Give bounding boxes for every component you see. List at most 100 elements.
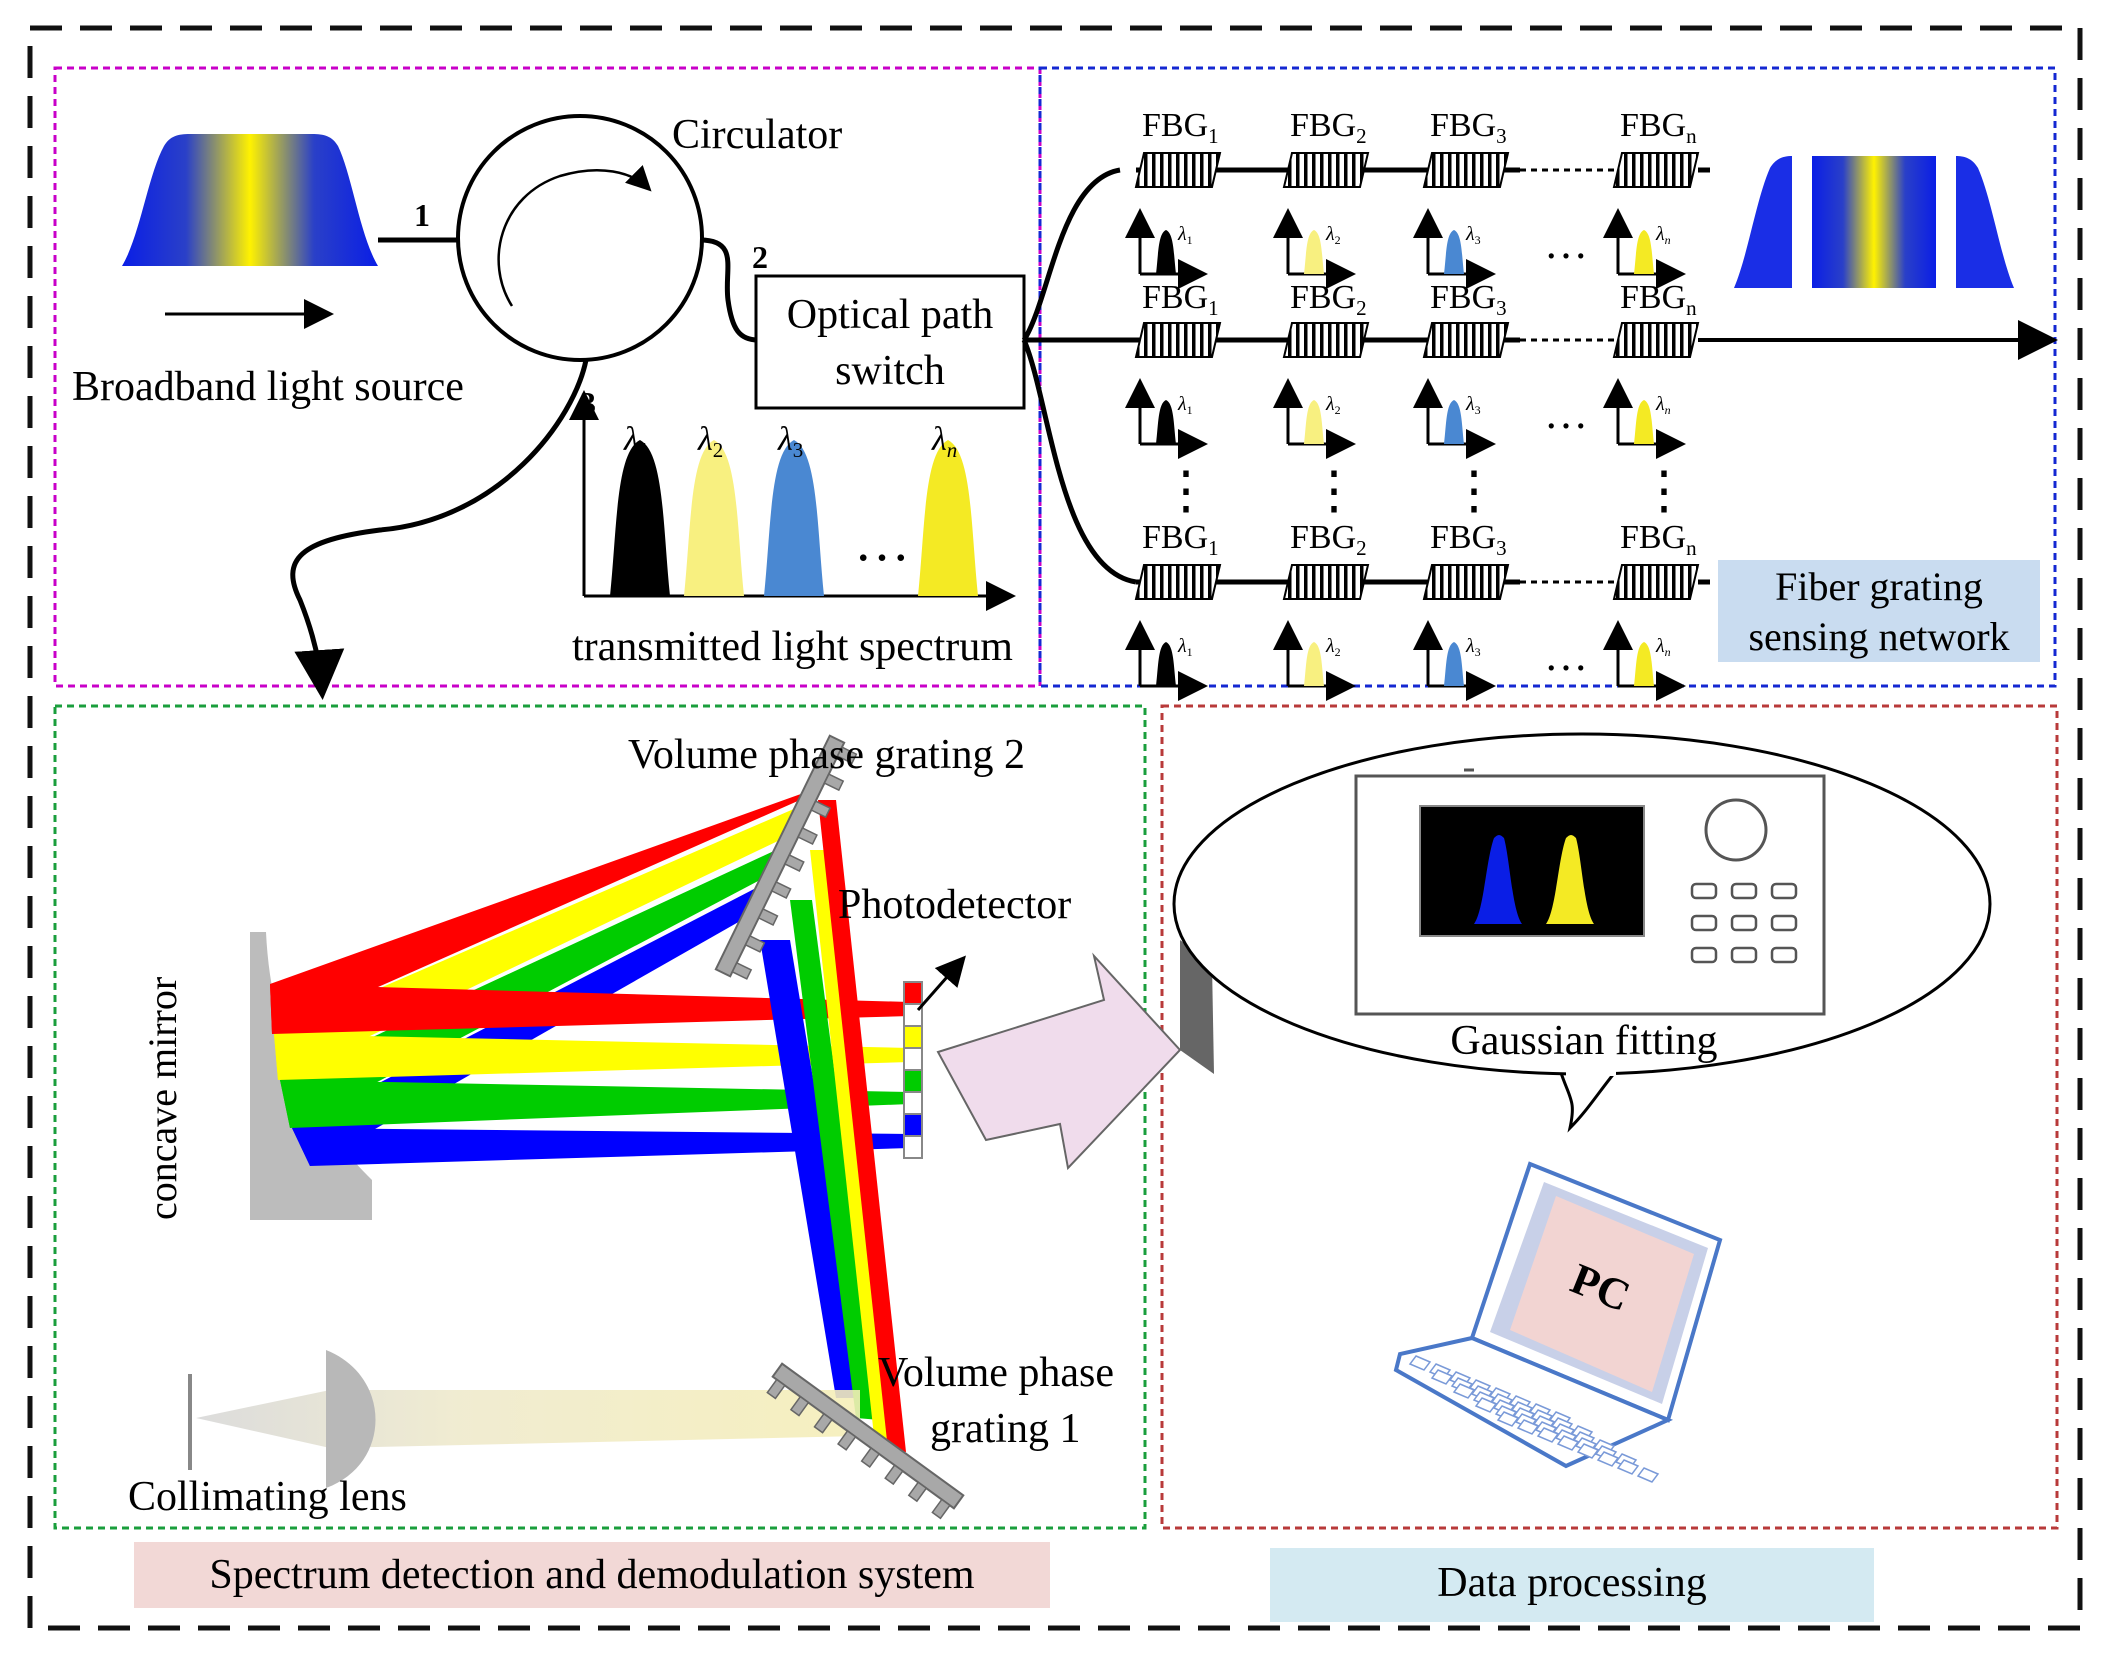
laptop-key (1536, 1427, 1560, 1443)
fbg-label-n-row-2: FBGn (1620, 279, 1697, 320)
fbg-3-row-1: FBG3 λ3 (1413, 107, 1510, 289)
fbg-row-1: FBG1 λ1 FBG2 λ2 FBG3 λ3 FBGn λn … (1125, 107, 1710, 289)
laptop-pc: PC (1393, 1161, 1723, 1483)
laptop-key (1596, 1451, 1620, 1467)
reflected-spectrum-center (1812, 156, 1936, 288)
instrument-screen (1419, 805, 1645, 937)
fbg-reflection-peak-1 (1156, 230, 1176, 274)
beam-red-to-detector (270, 984, 910, 1034)
fbg-2-row-3: FBG2 λ2 (1273, 519, 1370, 701)
fbg-2-row-1: FBG2 λ2 (1273, 107, 1370, 289)
fbg-lambda-label-n: λn (1655, 223, 1671, 247)
transmitted-peak-label-2: λ2 (697, 421, 723, 462)
optical-switch-label-line2: switch (835, 348, 945, 394)
port-1-label: 1 (414, 197, 430, 233)
photodetector-pixel (903, 1069, 923, 1093)
transmitted-peak-2 (684, 440, 744, 596)
fbg-reflection-peak-2 (1304, 400, 1324, 444)
fbg-n-row-3: FBGn λn (1603, 519, 1700, 701)
fbg-reflection-peak-1 (1156, 400, 1176, 444)
transmitted-peak-n (918, 440, 978, 596)
fbg-lambda-label-n: λn (1655, 393, 1671, 417)
vpg2-label: Volume phase grating 2 (628, 732, 1025, 778)
photodetector-pixel (903, 1025, 923, 1049)
fbg-2-row-2: FBG2 λ2 (1273, 279, 1370, 459)
circulator-label: Circulator (672, 112, 842, 158)
fbg-label-2-row-1: FBG2 (1290, 107, 1367, 148)
fbg-lambda-label-2: λ2 (1325, 223, 1341, 247)
fbg-column-vdots-n: ⋮ (1638, 463, 1690, 520)
fbg-label-2-row-2: FBG2 (1290, 279, 1367, 320)
fbg-column-vdots-2: ⋮ (1308, 463, 1360, 520)
fbg-lambda-label-1: λ1 (1177, 223, 1193, 247)
spectrum-system-region (53, 704, 1147, 1530)
laptop-key (1576, 1443, 1600, 1459)
broadband-source-label: Broadband light source (72, 364, 464, 410)
switch-to-row1-fiber (1021, 167, 1121, 342)
instrument-button (1690, 882, 1718, 900)
instrument-buttons (1690, 882, 1798, 964)
laptop-key (1496, 1411, 1520, 1427)
instrument-knob (1704, 798, 1768, 862)
instrument-button (1730, 882, 1758, 900)
screen-peak-yellow (1546, 835, 1594, 924)
fbg-1-row-1: FBG1 λ1 (1125, 107, 1222, 289)
data-processing-label-bg (1270, 1548, 1874, 1622)
fbg-label-1-row-3: FBG1 (1142, 519, 1219, 560)
fbg-label-3-row-1: FBG3 (1430, 107, 1507, 148)
optical-switch-label-line1: Optical path (787, 292, 993, 338)
fbg-lambda-label-1: λ1 (1177, 393, 1193, 417)
transmitted-peak-label-1: λ1 (623, 421, 649, 462)
fbg-reflection-peak-n (1634, 400, 1654, 444)
instrument-button (1770, 946, 1798, 964)
light-source-region (53, 66, 1042, 688)
photodetector-pixel (903, 981, 923, 1005)
beam-blue-to-detector (292, 1128, 910, 1166)
data-processing-region (1160, 704, 2059, 1530)
fbg-row-ellipsis-1: … (1544, 219, 1588, 268)
fbg-lambda-label-3: λ3 (1465, 393, 1481, 417)
outer-border (27, 25, 2083, 1631)
fbg-label-n-row-3: FBGn (1620, 519, 1697, 560)
fbg-label-1-row-2: FBG1 (1142, 279, 1219, 320)
laptop-key (1452, 1383, 1476, 1399)
beam-green-to-detector (280, 1080, 910, 1128)
fbg-reflection-peak-3 (1444, 400, 1464, 444)
laptop-key (1516, 1419, 1540, 1435)
photodetector-pixel (903, 1091, 923, 1115)
instrument-button (1730, 914, 1758, 932)
fiber-network-label-line1: Fiber grating (1775, 564, 1983, 609)
fbg-row-ellipsis-3: … (1544, 631, 1588, 680)
fbg-row-ellipsis-2: … (1544, 389, 1588, 438)
vpg1-label-line1: Volume phase (878, 1350, 1114, 1396)
screen-peak-blue (1474, 835, 1522, 924)
fbg-reflection-peak-n (1634, 230, 1654, 274)
laptop-screen-inner (1510, 1196, 1694, 1392)
fbg-label-1-row-1: FBG1 (1142, 107, 1219, 148)
fbg-lambda-label-n: λn (1655, 635, 1671, 659)
photodetector-pixel (903, 1135, 923, 1159)
fbg-lambda-label-2: λ2 (1325, 393, 1341, 417)
fbg-label-2-row-3: FBG2 (1290, 519, 1367, 560)
beam-red-between-gratings (818, 800, 906, 1452)
volume-phase-grating-2 (714, 734, 858, 980)
transmitted-peak-3 (764, 440, 824, 596)
beam-red-to-vpg2 (270, 790, 812, 1034)
fbg-lambda-label-2: λ2 (1325, 635, 1341, 659)
fiber-network-label-bg (1718, 560, 2040, 662)
fbg-label-n-row-1: FBGn (1620, 107, 1697, 148)
fbg-reflection-peak-n (1634, 642, 1654, 686)
sensing-network-region (1038, 66, 2057, 688)
fbg-lambda-label-3: λ3 (1465, 223, 1481, 247)
fbg-reflection-peak-2 (1304, 230, 1324, 274)
concave-mirror-label: concave mirror (140, 977, 185, 1220)
fbg-lambda-label-1: λ1 (1177, 635, 1193, 659)
laptop-base (1393, 1335, 1674, 1469)
laptop-key (1556, 1435, 1580, 1451)
vpg1-label-line2: grating 1 (930, 1406, 1080, 1452)
fbg-1-row-2: FBG1 λ1 (1125, 279, 1222, 459)
